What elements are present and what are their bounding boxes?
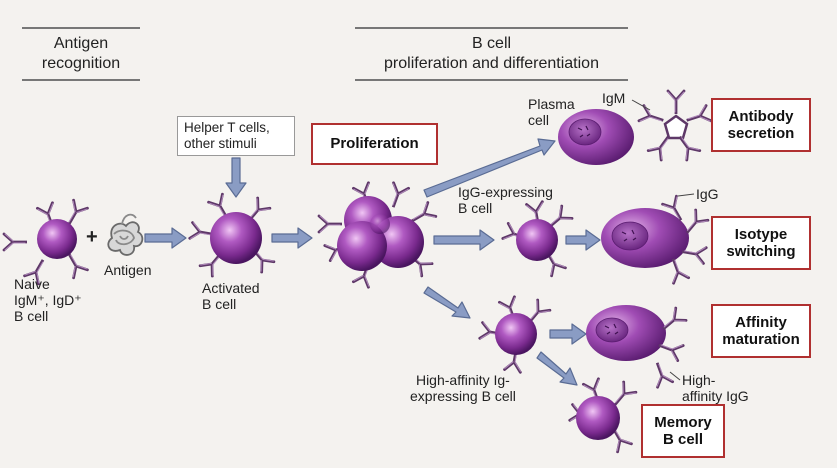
igg-antibodies — [661, 193, 710, 285]
label-high-affinity-b-cell: High-affinity Ig- expressing B cell — [410, 372, 516, 405]
high-affinity-b-cell — [478, 295, 552, 374]
arrow-to-proliferation — [271, 227, 313, 249]
proliferating-cells — [317, 181, 438, 289]
naive-b-cell — [2, 198, 89, 286]
phase-bars — [22, 27, 628, 81]
isotype-plasma-cell — [601, 208, 689, 268]
memory-b-cell — [568, 377, 638, 454]
igm-pentamer — [637, 89, 713, 162]
outcome-antibody-secretion: Antibody secretion — [711, 98, 811, 152]
antigen-icon — [107, 213, 144, 256]
phase-proliferation-differentiation: B cell proliferation and differentiation — [384, 35, 599, 72]
arrow-to-affinity-cell — [549, 323, 587, 345]
arrow-to-activated — [144, 227, 187, 249]
outcome-memory-b-cell: Memory B cell — [641, 404, 725, 458]
outcome-proliferation: Proliferation — [311, 123, 438, 165]
high-affinity-igg-antibodies — [648, 306, 688, 389]
label-igm: IgM — [602, 90, 626, 106]
activated-b-cell — [188, 192, 276, 278]
arrow-to-plasma — [423, 138, 556, 198]
label-activated-b-cell: Activated B cell — [202, 280, 260, 313]
arrow-to-memory — [536, 351, 578, 386]
helper-t-cells-box: Helper T cells, other stimuli — [177, 116, 295, 156]
label-plasma-cell: Plasma cell — [528, 96, 575, 129]
label-naive-b-cell: Naive IgM⁺, IgD⁺ B cell — [14, 276, 82, 325]
arrow-to-high-affinity — [423, 286, 471, 319]
label-igg: IgG — [696, 186, 719, 202]
arrows — [144, 138, 601, 386]
arrow-helper-down — [225, 157, 247, 198]
leader-lines — [631, 99, 651, 111]
arrow-to-igg-cell — [433, 229, 495, 251]
label-antigen: Antigen — [104, 262, 152, 278]
outcome-affinity-maturation: Affinity maturation — [711, 304, 811, 358]
phase-antigen-recognition: Antigen recognition — [41, 35, 121, 72]
label-high-affinity-igg: High- affinity IgG — [682, 372, 749, 405]
label-plus: + — [86, 226, 98, 248]
outcome-isotype-switching: Isotype switching — [711, 216, 811, 270]
affinity-plasma-cell — [586, 305, 666, 361]
plasma-cell — [558, 109, 634, 165]
label-igg-expressing-b-cell: IgG-expressing B cell — [458, 184, 553, 217]
igg-expressing-b-cell — [501, 200, 574, 278]
arrow-to-isotype-cell — [565, 229, 601, 251]
